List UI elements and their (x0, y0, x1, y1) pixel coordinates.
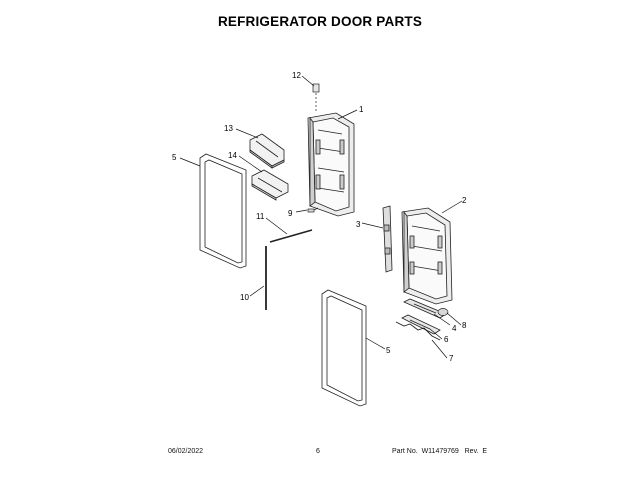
left-door-gasket (199, 153, 247, 269)
hinge-bracket (382, 205, 393, 273)
callout-1: 1 (359, 105, 364, 114)
callout-2: 2 (462, 196, 467, 205)
callout-13: 13 (224, 124, 233, 133)
callout-8: 8 (462, 321, 467, 330)
clip-part (312, 83, 320, 112)
callout-7: 7 (449, 354, 454, 363)
lower-door-bin (251, 169, 289, 201)
pin-part (307, 207, 319, 213)
callout-6: 6 (444, 335, 449, 344)
callout-4: 4 (452, 324, 457, 333)
hinge-rod (269, 229, 313, 243)
end-cap (437, 308, 449, 316)
callout-12: 12 (292, 71, 301, 80)
footer-part-number: Part No. W11479769 Rev. E (392, 448, 488, 455)
callout-10: 10 (240, 293, 249, 302)
callout-3: 3 (356, 220, 361, 229)
leader-lines (179, 75, 463, 359)
cable-part (395, 321, 441, 341)
callout-9: 9 (288, 209, 293, 218)
callout-5-lower: 5 (386, 346, 391, 355)
callout-5-upper: 5 (172, 153, 177, 162)
page-title: REFRIGERATOR DOOR PARTS (217, 14, 423, 29)
right-door-liner (401, 207, 453, 305)
left-door-liner (307, 112, 355, 217)
callout-14: 14 (228, 151, 237, 160)
callout-labels: 1 2 3 4 5 5 6 7 8 9 10 11 12 13 14 (172, 71, 467, 363)
footer-date: 06/02/2022 (168, 448, 204, 455)
callout-11: 11 (256, 212, 265, 221)
footer-page-number: 6 (316, 448, 320, 455)
upper-door-bin (249, 133, 285, 169)
right-door-gasket (321, 289, 367, 407)
